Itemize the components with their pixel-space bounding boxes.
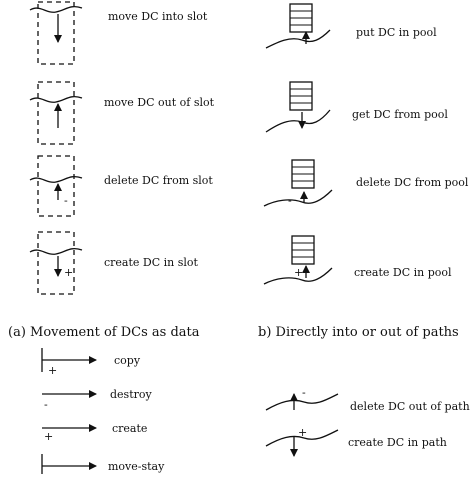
path-sign-create: + xyxy=(298,426,307,439)
slot-caption: (a) Movement of DCs as data xyxy=(8,325,200,340)
legend-copy: + copy xyxy=(41,348,141,377)
pool-sign-4: + xyxy=(294,266,303,279)
legend-label-move-stay: move-stay xyxy=(108,460,165,473)
pool-label-2: get DC from pool xyxy=(352,108,448,121)
pool-label-1: put DC in pool xyxy=(356,26,437,39)
legend-sign-copy: + xyxy=(48,364,57,377)
legend-label-create: create xyxy=(112,422,147,435)
slot-item-delete: - delete DC from slot xyxy=(29,155,213,217)
path-label-create: create DC in path xyxy=(348,436,447,449)
path-item-delete: - delete DC out of path xyxy=(265,386,470,413)
pool-item-delete: - delete DC from pool xyxy=(263,159,469,207)
slot-item-move-out: move DC out of slot xyxy=(29,81,215,145)
slot-sign-4: + xyxy=(64,266,73,279)
legend-sign-destroy: - xyxy=(44,398,48,411)
slot-label-4: create DC in slot xyxy=(104,256,199,269)
slot-sign-3: - xyxy=(64,194,68,207)
pool-sign-3: - xyxy=(288,194,292,207)
slot-label-2: move DC out of slot xyxy=(104,96,215,109)
slot-item-create: + create DC in slot xyxy=(29,231,199,295)
pool-caption: b) Directly into or out of paths xyxy=(258,325,459,340)
pool-item-get: get DC from pool xyxy=(265,81,448,133)
path-item-create: + create DC in path xyxy=(265,426,447,457)
slot-label-3: delete DC from slot xyxy=(104,174,213,187)
legend-destroy: - destroy xyxy=(42,388,152,411)
legend-label-destroy: destroy xyxy=(110,388,152,401)
pool-item-put: put DC in pool xyxy=(265,3,437,49)
pool-item-create: + create DC in pool xyxy=(263,235,452,285)
pool-label-4: create DC in pool xyxy=(354,266,452,279)
slot-item-move-into: move DC into slot xyxy=(29,1,208,65)
path-label-delete: delete DC out of path xyxy=(350,400,470,413)
pool-label-3: delete DC from pool xyxy=(356,176,469,189)
slot-label-1: move DC into slot xyxy=(108,10,208,23)
legend-create: + create xyxy=(42,422,147,443)
legend-sign-create: + xyxy=(44,430,53,443)
legend-label-copy: copy xyxy=(114,354,141,367)
path-sign-delete: - xyxy=(302,386,306,399)
legend-move-stay: move-stay xyxy=(41,454,165,474)
